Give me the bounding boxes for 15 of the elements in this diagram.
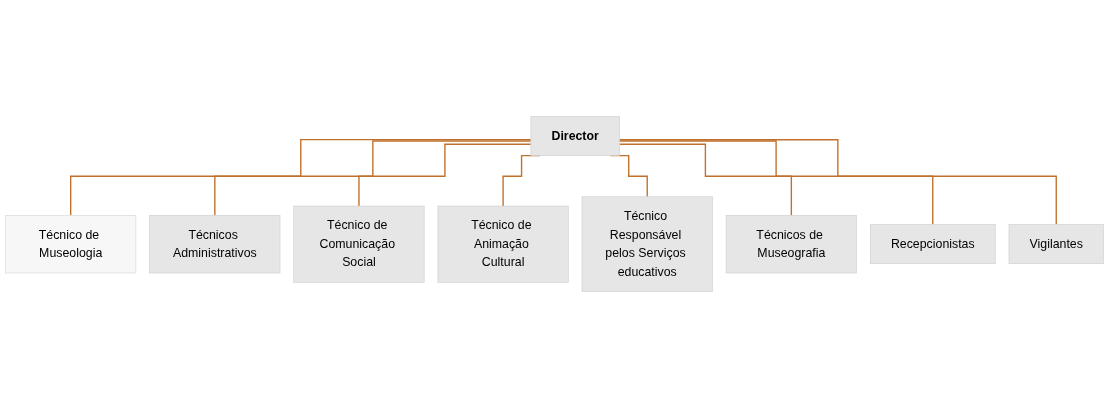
node-box: Recepcionistas [869, 223, 996, 264]
connector [358, 143, 532, 207]
node-box: Técnicos de Museografia [725, 214, 857, 273]
node-box: Vigilantes [1008, 223, 1104, 264]
connector [618, 143, 793, 216]
connector [70, 138, 532, 216]
node-box: Técnico de Comunicação Social [293, 205, 425, 283]
node-box: Técnico de Animação Cultural [437, 205, 569, 283]
node-box: Director [530, 115, 620, 156]
node-box: Técnicos Administrativos [149, 214, 281, 273]
connector [214, 139, 532, 216]
connector [618, 139, 934, 225]
node-box: Técnico de Museologia [5, 214, 137, 273]
connector [618, 138, 1057, 225]
node-box: Técnico Responsável pelos Serviços educativos [581, 195, 713, 292]
